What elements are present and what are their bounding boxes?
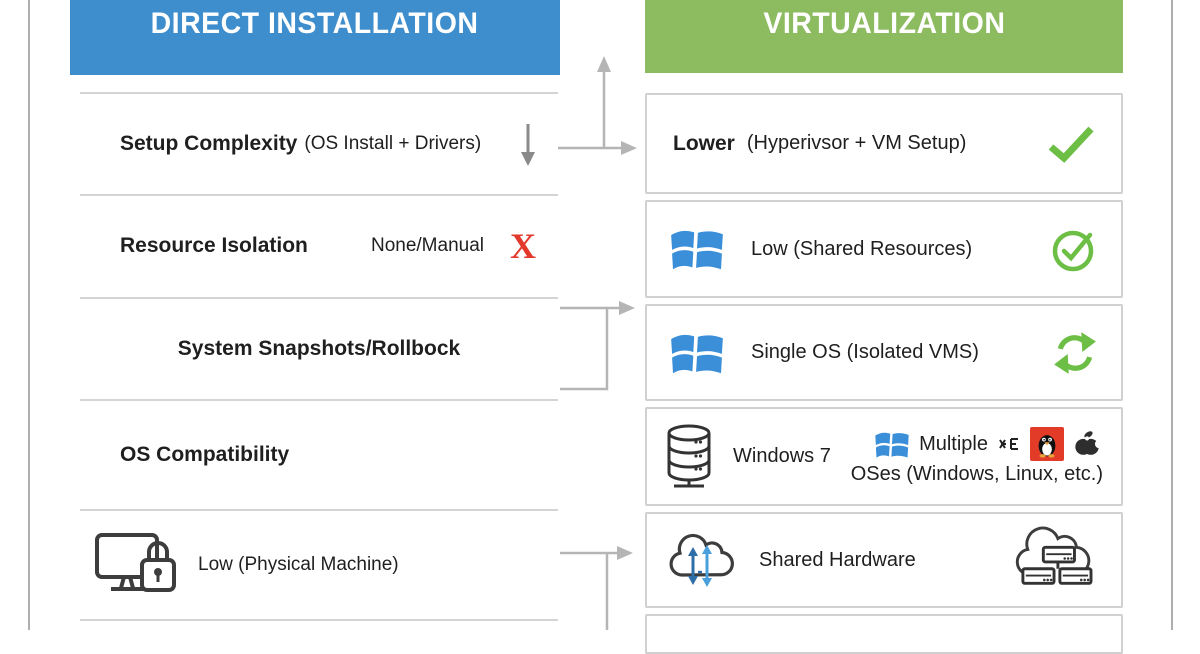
down-arrow-icon <box>518 122 538 166</box>
green-check-icon <box>1047 124 1095 164</box>
virtualization-title: VIRTUALIZATION <box>762 7 1006 40</box>
row-lower-setup: Lower (Hyperivsor + VM Setup) <box>645 93 1123 194</box>
direct-installation-title: DIRECT INSTALLATION <box>151 7 479 40</box>
divider <box>80 297 558 299</box>
row-value: Shared Hardware <box>759 548 916 571</box>
page-left-edge <box>28 0 30 630</box>
garbled-mini-glyph <box>997 436 1021 452</box>
divider <box>80 92 558 94</box>
row-system-snapshots: System Snapshots/Rollbock <box>80 298 558 399</box>
red-x-icon: X <box>510 226 536 266</box>
apple-logo-icon <box>1073 427 1103 461</box>
row-single-os: Single OS (Isolated VMS) <box>645 304 1123 401</box>
row-value: Low (Physical Machine) <box>198 553 399 575</box>
row-shared-resources: Low (Shared Resources) <box>645 200 1123 298</box>
row-title: OS Compatibility <box>120 442 290 466</box>
row-detail: (Hyperivsor + VM Setup) <box>746 132 967 154</box>
multiple-label: Multiple <box>919 432 988 455</box>
row-title: System Snapshots/Rollbock <box>177 336 461 360</box>
page-right-edge <box>1171 0 1173 630</box>
virtualization-header: VIRTUALIZATION <box>645 0 1123 73</box>
row-title: Resource Isolation <box>120 234 308 257</box>
cloud-transfer-icon <box>665 531 743 589</box>
multiple-os-bottom-line: OSes (Windows, Linux, etc.) <box>850 463 1103 485</box>
row-value: Low (Shared Resources) <box>751 237 973 260</box>
windows-logo-icon <box>669 329 725 377</box>
green-check-circle-icon <box>1049 224 1099 274</box>
divider <box>80 619 558 621</box>
row-value: Single OS (Isolated VMS) <box>751 341 979 363</box>
windows-logo-icon <box>669 225 725 273</box>
divider <box>80 399 558 401</box>
green-refresh-icon <box>1051 329 1099 377</box>
row-physical-machine: Low (Physical Machine) <box>80 510 558 619</box>
monitor-lock-icon <box>94 532 180 598</box>
row-shared-hardware: Shared Hardware <box>645 512 1123 608</box>
tux-penguin-badge <box>1030 427 1064 461</box>
row-title: Lower <box>673 131 735 155</box>
row-value: Windows 7 <box>733 445 831 467</box>
row-partial-bottom <box>645 614 1123 654</box>
server-stack-icon <box>665 423 719 491</box>
divider <box>80 194 558 196</box>
divider <box>80 509 558 511</box>
row-detail: (OS Install + Drivers) <box>304 132 482 154</box>
row-setup-complexity: Setup Complexity (OS Install + Drivers) <box>80 93 558 194</box>
row-resource-isolation: Resource Isolation None/Manual X <box>80 195 558 297</box>
row-os-support: Windows 7 Multiple <box>645 407 1123 506</box>
multiple-os-block: Multiple <box>851 427 1103 486</box>
direct-installation-header: DIRECT INSTALLATION <box>70 0 560 75</box>
row-os-compatibility: OS Compatibility <box>80 400 558 509</box>
row-title: Setup Complexity <box>120 131 298 155</box>
multiple-os-top-line: Multiple <box>874 427 1103 461</box>
row-value: None/Manual <box>370 235 484 256</box>
windows-logo-icon <box>874 429 910 460</box>
cloud-servers-icon <box>1007 524 1103 596</box>
